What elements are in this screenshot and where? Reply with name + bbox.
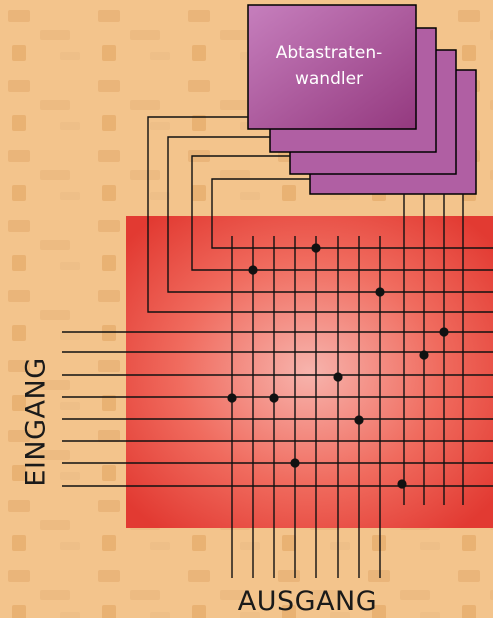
connection-dot	[311, 243, 321, 253]
converter-label-line1: Abtastraten-	[275, 43, 383, 63]
connection-dot	[439, 327, 449, 337]
crossbar-matrix	[126, 216, 493, 528]
converter-input-line-2	[191, 155, 493, 271]
connection-dot	[397, 479, 407, 489]
converter-label-line2: wandler	[294, 69, 364, 89]
converter-label: Abtastraten- wandler	[250, 40, 408, 92]
converter-input-line-1	[211, 178, 493, 249]
connection-dot	[248, 265, 258, 275]
connection-dot	[227, 393, 237, 403]
converter-input-line-3	[167, 136, 493, 293]
input-label: EINGANG	[20, 357, 52, 487]
output-label: AUSGANG	[237, 586, 378, 617]
connection-dots	[227, 243, 449, 489]
connection-dot	[419, 350, 429, 360]
converter-stack	[247, 4, 477, 195]
connection-dot	[269, 393, 279, 403]
converter-input-line-4	[147, 116, 493, 313]
converter-box-1	[247, 4, 417, 130]
connection-dot	[354, 415, 364, 425]
connection-dot	[290, 458, 300, 468]
signal-lines	[62, 116, 493, 578]
connection-dot	[333, 372, 343, 382]
connection-dot	[375, 287, 385, 297]
